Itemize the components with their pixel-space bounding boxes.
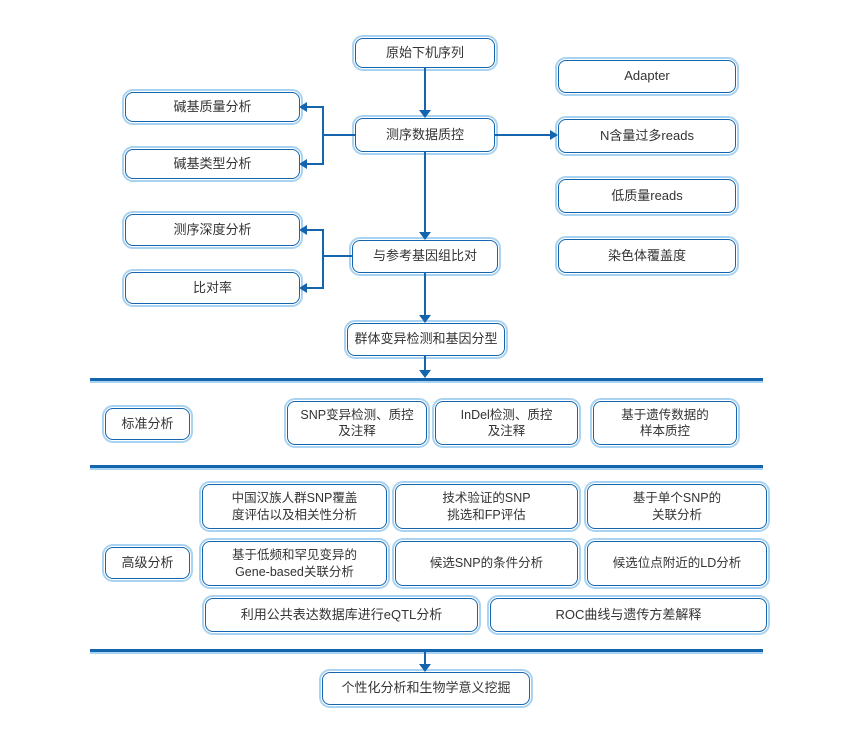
- node-candidate-snp-conditional-analysis: 候选SNP的条件分析: [392, 538, 581, 589]
- connector-qc-to-n-reads: [495, 134, 550, 136]
- section-divider-bottom: [90, 649, 763, 652]
- node-raw-sequence: 原始下机序列: [352, 35, 498, 71]
- node-eqtl-analysis: 利用公共表达数据库进行eQTL分析: [202, 595, 481, 635]
- connector-to-base-quality: [307, 106, 323, 108]
- arrowhead-to-base-quality: [299, 102, 307, 112]
- arrowhead-to-base-type: [299, 159, 307, 169]
- connector-to-map-rate: [307, 287, 323, 289]
- node-mapping-rate: 比对率: [122, 269, 303, 307]
- node-snp-detection-annotation: SNP变异检测、质控 及注释: [284, 398, 430, 448]
- node-adapter: Adapter: [555, 57, 739, 96]
- arrowhead-to-map-rate: [299, 283, 307, 293]
- arrowhead-raw-to-qc: [419, 110, 431, 118]
- node-single-snp-association: 基于单个SNP的 关联分析: [584, 481, 770, 532]
- connector-align-left-stem: [323, 255, 352, 257]
- node-sequencing-depth-analysis: 测序深度分析: [122, 211, 303, 249]
- node-han-snp-coverage-correlation: 中国汉族人群SNP覆盖 度评估以及相关性分析: [199, 481, 390, 532]
- node-base-quality-analysis: 碱基质量分析: [122, 89, 303, 125]
- connector-to-depth: [307, 229, 323, 231]
- label-advanced-analysis: 高级分析: [102, 544, 193, 582]
- connector-advanced-section-to-final: [424, 652, 426, 665]
- node-reference-alignment: 与参考基因组比对: [349, 237, 501, 276]
- connector-qc-left-bracket: [322, 106, 324, 165]
- node-validated-snp-fp-evaluation: 技术验证的SNP 挑选和FP评估: [392, 481, 581, 532]
- arrowhead-to-depth: [299, 225, 307, 235]
- node-variant-calling-genotyping: 群体变异检测和基因分型: [344, 320, 508, 359]
- node-indel-detection-annotation: InDel检测、质控 及注释: [432, 398, 581, 448]
- arrowhead-variant-to-standard-section: [419, 370, 431, 378]
- section-divider-top: [90, 378, 763, 381]
- node-base-type-analysis: 碱基类型分析: [122, 146, 303, 182]
- connector-align-to-variant: [424, 273, 426, 316]
- node-personalized-analysis: 个性化分析和生物学意义挖掘: [319, 669, 533, 708]
- node-high-n-reads: N含量过多reads: [555, 116, 739, 156]
- arrowhead-qc-to-align: [419, 232, 431, 240]
- connector-to-base-type: [307, 163, 323, 165]
- arrowhead-align-to-variant: [419, 315, 431, 323]
- node-low-quality-reads: 低质量reads: [555, 176, 739, 216]
- label-standard-analysis: 标准分析: [102, 405, 193, 443]
- connector-qc-to-align: [424, 152, 426, 233]
- node-chromosome-coverage: 染色体覆盖度: [555, 236, 739, 276]
- arrowhead-advanced-section-to-final: [419, 664, 431, 672]
- node-gene-based-association: 基于低频和罕见变异的 Gene-based关联分析: [199, 538, 390, 589]
- connector-qc-left-stem: [323, 134, 355, 136]
- node-candidate-locus-ld-analysis: 候选位点附近的LD分析: [584, 538, 770, 589]
- section-divider-middle: [90, 465, 763, 468]
- connector-align-left-bracket: [322, 229, 324, 289]
- arrowhead-qc-to-n-reads: [550, 130, 558, 140]
- connector-raw-to-qc: [424, 68, 426, 111]
- node-genetic-sample-qc: 基于遗传数据的 样本质控: [590, 398, 740, 448]
- connector-variant-to-standard-section: [424, 356, 426, 371]
- node-roc-heritability: ROC曲线与遗传方差解释: [487, 595, 770, 635]
- node-sequencing-qc: 测序数据质控: [352, 115, 498, 155]
